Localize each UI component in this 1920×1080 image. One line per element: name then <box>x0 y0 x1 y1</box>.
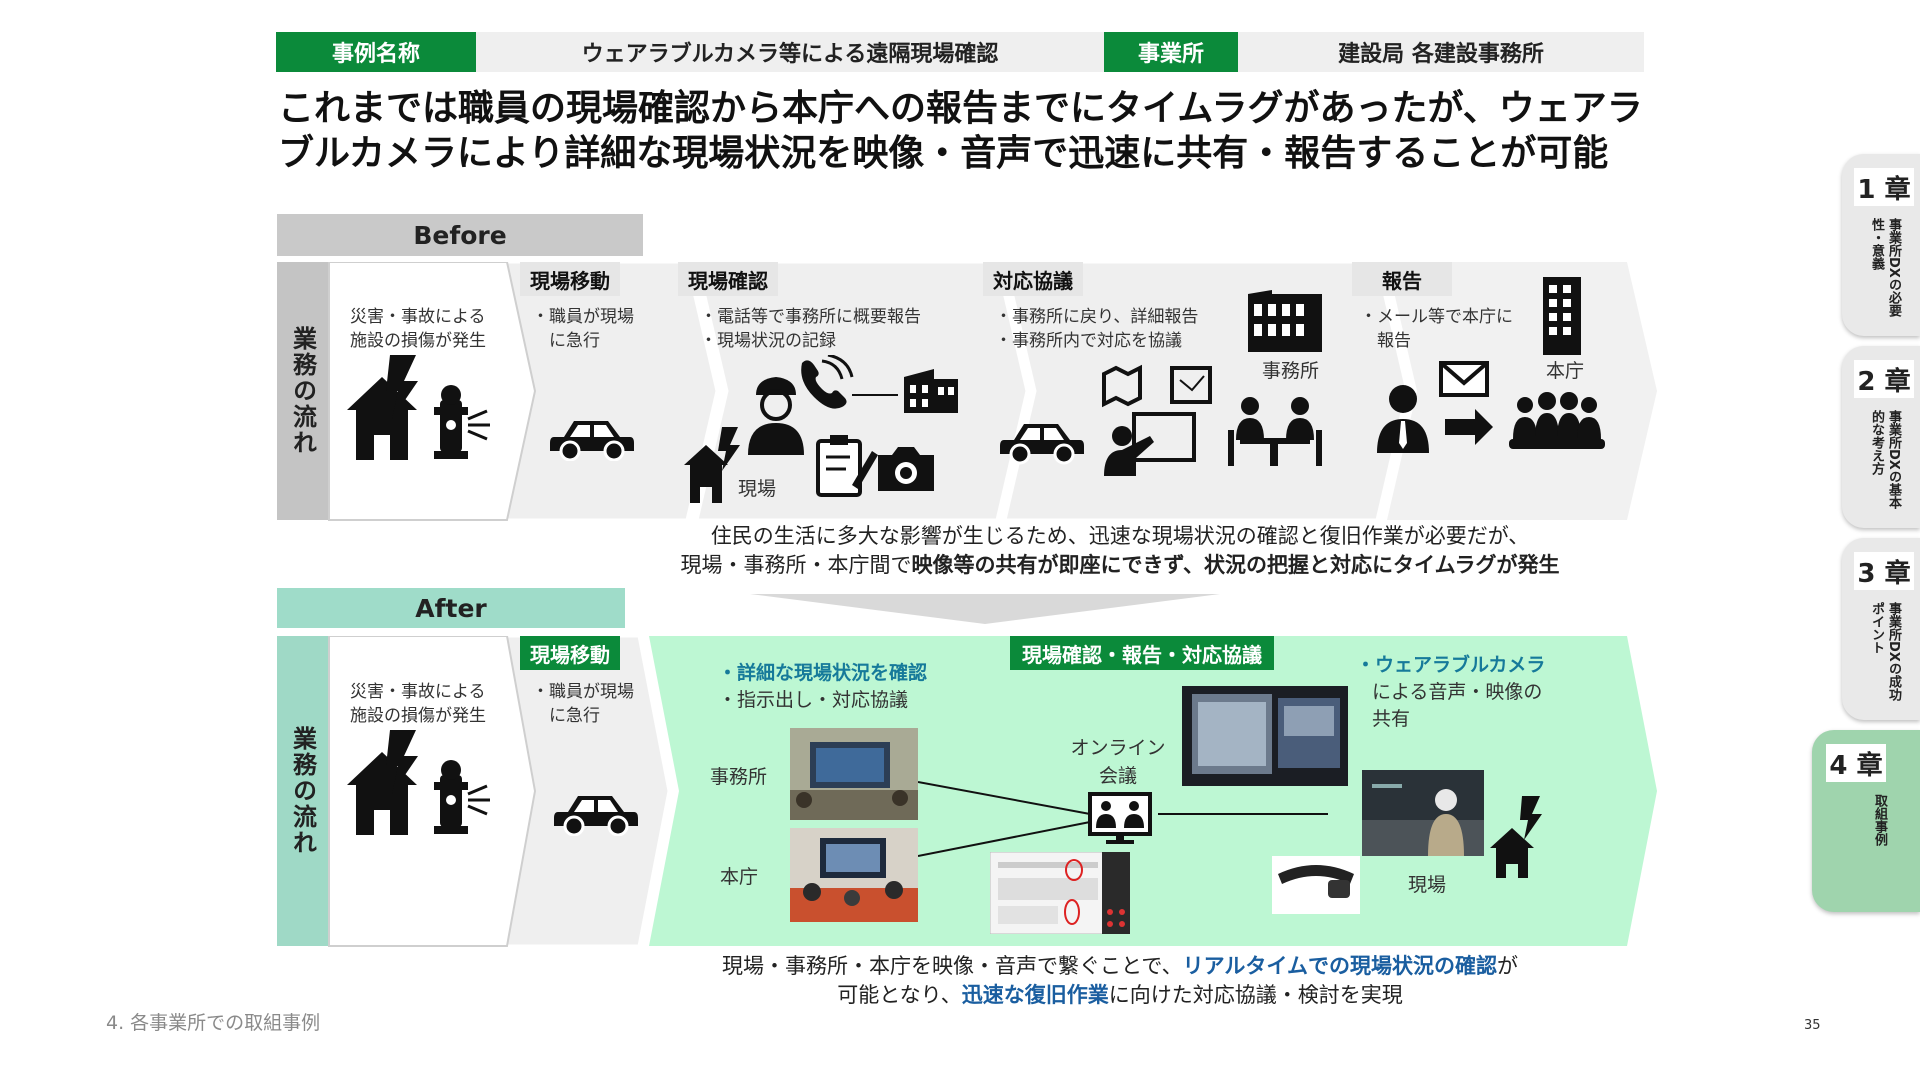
after-site-label: 現場 <box>1408 874 1447 896</box>
car-icon <box>550 421 634 461</box>
case-name-label: 事例名称 <box>276 32 476 72</box>
before-step-report-text: ・メール等で本庁に 報告 <box>1360 307 1513 351</box>
after-house-lightning-hydrant-icon <box>347 730 490 835</box>
page-number: 35 <box>1804 1018 1821 1033</box>
before-site-label: 現場 <box>738 478 777 500</box>
site-worker-scene-icon <box>684 355 958 503</box>
after-label: After <box>277 588 625 628</box>
after-incident-text: 災害・事故による 施設の損傷が発生 <box>350 682 486 726</box>
online-meeting-label: オンライン 会議 <box>1070 737 1166 787</box>
report-to-hq-scene-icon <box>1377 277 1605 453</box>
after-bullets: ・詳細な現場状況を確認 ・指示出し・対応協議 <box>718 662 928 711</box>
hq-meeting-photo <box>790 828 918 922</box>
chapter-tab-3[interactable]: 3 章 事業所DXの成功ポイント <box>1842 538 1920 720</box>
before-caption: 住民の生活に多大な影響が生じるため、迅速な現場状況の確認と復旧作業が必要だが、 … <box>680 524 1560 577</box>
headline-line2: ブルカメラにより詳細な現場状況を映像・音声で迅速に共有・報告することが可能 <box>278 133 1609 174</box>
after-main-tag: 現場確認・報告・対応協議 <box>1010 636 1274 670</box>
office-value: 建設局 各建設事務所 <box>1238 32 1644 72</box>
office-meeting-scene-icon <box>1000 290 1322 476</box>
footer-section-label: 4. 各事業所での取組事例 <box>106 1012 321 1034</box>
video-call-screen-photo <box>1182 686 1348 786</box>
before-office-label: 事務所 <box>1262 360 1320 382</box>
shared-document-photo <box>990 852 1130 934</box>
chapter-tab-2[interactable]: 2 章 事業所DXの基本的な考え方 <box>1842 346 1920 528</box>
before-incident-text: 災害・事故による 施設の損傷が発生 <box>350 307 486 351</box>
after-office-label: 事務所 <box>710 766 768 788</box>
after-site-house-lightning-icon <box>1490 796 1542 878</box>
before-step-discuss-tag: 対応協議 <box>983 262 1083 296</box>
chapter-tab-1[interactable]: 1 章 事業所DXの必要性・意義 <box>1842 154 1920 336</box>
site-worker-photo <box>1362 770 1484 856</box>
after-hq-label: 本庁 <box>720 866 759 888</box>
after-step-move-tag: 現場移動 <box>520 636 620 670</box>
before-step-check-tag: 現場確認 <box>678 262 778 296</box>
before-hq-label: 本庁 <box>1546 360 1585 382</box>
chapter-tab-4-active[interactable]: 4 章 取組事例 <box>1812 730 1920 912</box>
before-step-move-tag: 現場移動 <box>520 262 620 296</box>
connection-lines <box>918 781 1328 857</box>
after-step-move-text: ・職員が現場 に急行 <box>532 682 634 726</box>
office-meeting-photo <box>790 728 918 820</box>
before-step-check-text: ・電話等で事務所に概要報告 ・現場状況の記録 <box>700 307 921 351</box>
case-name-value: ウェアラブルカメラ等による遠隔現場確認 <box>476 32 1104 72</box>
after-car-icon <box>554 796 638 836</box>
headline: これまでは職員の現場確認から本庁への報告までにタイムラグがあったが、ウェアラ ブ… <box>278 86 1678 176</box>
office-label: 事業所 <box>1104 32 1238 72</box>
after-caption: 現場・事務所・本庁を映像・音声で繋ぐことで、リアルタイムでの現場状況の確認が 可… <box>722 954 1518 1007</box>
wearable-camera-text: ・ウェアラブルカメラ による音声・映像の 共有 <box>1356 654 1546 730</box>
before-step-move-text: ・職員が現場 に急行 <box>532 307 634 351</box>
transition-arrow <box>750 594 1220 624</box>
house-lightning-hydrant-icon <box>347 355 490 460</box>
before-label: Before <box>277 214 643 256</box>
after-side-label: 業務の流れ <box>288 726 317 856</box>
before-side-label: 業務の流れ <box>288 326 317 456</box>
headline-line1: これまでは職員の現場確認から本庁への報告までにタイムラグがあったが、ウェアラ <box>278 88 1643 129</box>
wearable-camera-photo <box>1272 856 1360 914</box>
before-step-report-tag: 報告 <box>1352 262 1452 296</box>
before-step-discuss-text: ・事務所に戻り、詳細報告 ・事務所内で対応を協議 <box>995 307 1199 351</box>
online-meeting-icon <box>1088 792 1152 844</box>
